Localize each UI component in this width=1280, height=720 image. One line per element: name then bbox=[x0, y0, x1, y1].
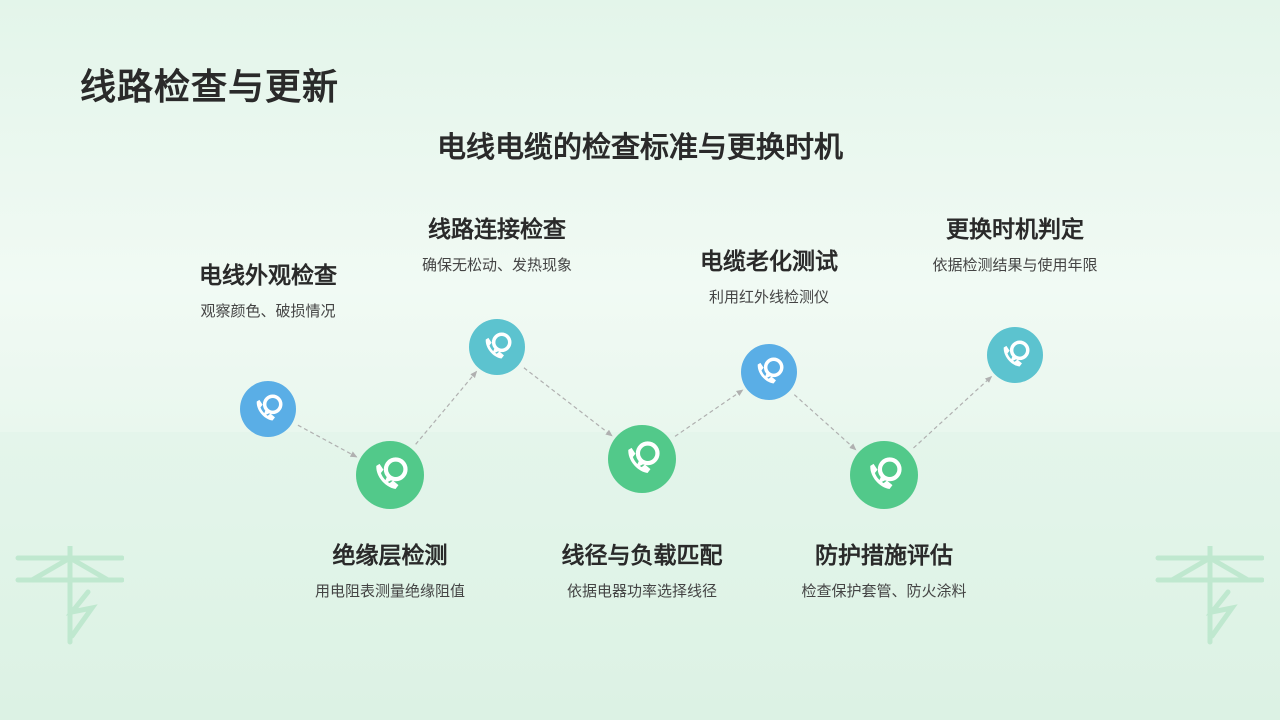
step-description: 检查保护套管、防火涂料 bbox=[801, 582, 967, 600]
connector-arrow-2 bbox=[415, 370, 478, 445]
step-title: 线路连接检查 bbox=[428, 217, 566, 243]
step-label-5: 电缆老化测试利用红外线检测仪 bbox=[639, 242, 899, 307]
step-node-7 bbox=[987, 327, 1043, 383]
step-description: 确保无松动、发热现象 bbox=[421, 256, 572, 274]
decor-power-tower-right bbox=[1155, 546, 1264, 645]
step-title: 电缆老化测试 bbox=[700, 249, 838, 275]
step-description: 用电阻表测量绝缘阻值 bbox=[314, 582, 465, 600]
step-label-2: 绝缘层检测用电阻表测量绝缘阻值 bbox=[260, 536, 520, 601]
connector-arrow-1 bbox=[297, 424, 358, 458]
step-node-3 bbox=[469, 319, 525, 375]
step-label-1: 电线外观检查观察颜色、破损情况 bbox=[138, 256, 398, 321]
connector-arrow-5 bbox=[793, 394, 857, 451]
step-title: 更换时机判定 bbox=[946, 217, 1084, 243]
page-title: 线路检查与更新 bbox=[80, 67, 340, 108]
step-label-3: 线路连接检查确保无松动、发热现象 bbox=[367, 210, 627, 275]
step-title: 防护措施评估 bbox=[815, 543, 953, 569]
step-node-1 bbox=[240, 381, 296, 437]
step-node-2 bbox=[356, 441, 424, 509]
node-group bbox=[240, 319, 1043, 509]
step-description: 观察颜色、破损情况 bbox=[200, 302, 336, 320]
step-title: 线径与负载匹配 bbox=[561, 543, 723, 569]
connector-group bbox=[297, 367, 993, 458]
connector-arrow-4 bbox=[674, 389, 744, 437]
step-label-4: 线径与负载匹配依据电器功率选择线径 bbox=[512, 536, 772, 601]
connector-arrow-6 bbox=[913, 375, 993, 449]
page-subtitle: 电线电缆的检查标准与更换时机 bbox=[436, 130, 843, 164]
step-title: 绝缘层检测 bbox=[332, 543, 448, 569]
step-description: 利用红外线检测仪 bbox=[708, 288, 829, 306]
step-label-6: 防护措施评估检查保护套管、防火涂料 bbox=[754, 536, 1014, 601]
step-node-4 bbox=[608, 425, 676, 493]
step-node-6 bbox=[850, 441, 918, 509]
step-node-5 bbox=[741, 344, 797, 400]
step-title: 电线外观检查 bbox=[199, 263, 337, 289]
connector-arrow-3 bbox=[523, 367, 613, 437]
step-description: 依据电器功率选择线径 bbox=[566, 582, 717, 600]
decor-power-tower-left bbox=[15, 546, 124, 645]
step-description: 依据检测结果与使用年限 bbox=[932, 256, 1098, 274]
step-label-7: 更换时机判定依据检测结果与使用年限 bbox=[885, 210, 1145, 275]
